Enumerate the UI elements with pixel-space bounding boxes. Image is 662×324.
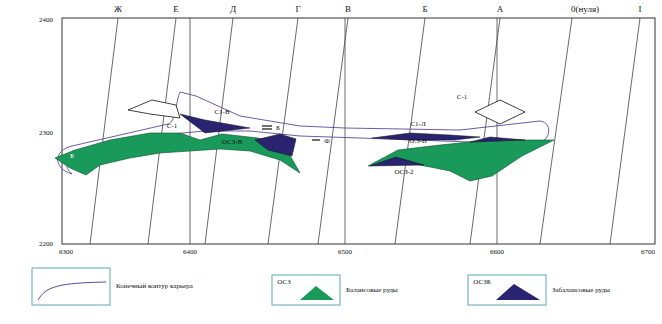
profile-label: Е xyxy=(173,5,179,14)
axis-number: 2300 xyxy=(39,130,53,137)
callout-label: ОСЗ xyxy=(277,279,290,286)
axis-number: 6400 xyxy=(183,249,197,256)
axis-number: 2200 xyxy=(39,241,53,248)
profile-label: 0(нуля) xyxy=(571,5,599,14)
axis-number: 6500 xyxy=(338,249,352,256)
profile-label: I xyxy=(639,5,642,14)
callout-label: Б xyxy=(70,153,74,160)
callout-label: С-1 xyxy=(167,123,178,130)
callout-label: ОСЗБ xyxy=(473,279,490,286)
callout-label: Б xyxy=(276,125,280,132)
legend-text: Балансовые руды xyxy=(346,287,398,294)
legend-text: Конечный контур карьера xyxy=(116,283,193,290)
callout-label: ОСЗ-2 xyxy=(394,169,413,176)
profile-label: А xyxy=(497,5,504,14)
axis-number: 2400 xyxy=(39,17,53,24)
profile-label: Г xyxy=(295,5,300,14)
legend-swatch xyxy=(496,284,540,300)
axis-number: 6300 xyxy=(59,249,73,256)
profile-label: Д xyxy=(230,5,236,14)
profile-label: Б xyxy=(422,5,427,14)
callout-label: С1-В xyxy=(214,109,229,116)
callout-label: Ф xyxy=(324,138,330,145)
axis-number: 6600 xyxy=(490,249,504,256)
legend-text: Забалансовые руды xyxy=(552,287,610,294)
callout-label: С1-Л xyxy=(410,121,425,128)
callout-label: С-1 xyxy=(457,94,468,101)
legend-swatch xyxy=(300,286,334,300)
profile-label: Ж xyxy=(114,5,122,14)
callout-label: О.З-В xyxy=(409,138,426,145)
profile-label: В xyxy=(345,5,351,14)
callout-label: ОСЗ-В xyxy=(222,139,242,146)
axis-number: 6700 xyxy=(641,249,655,256)
